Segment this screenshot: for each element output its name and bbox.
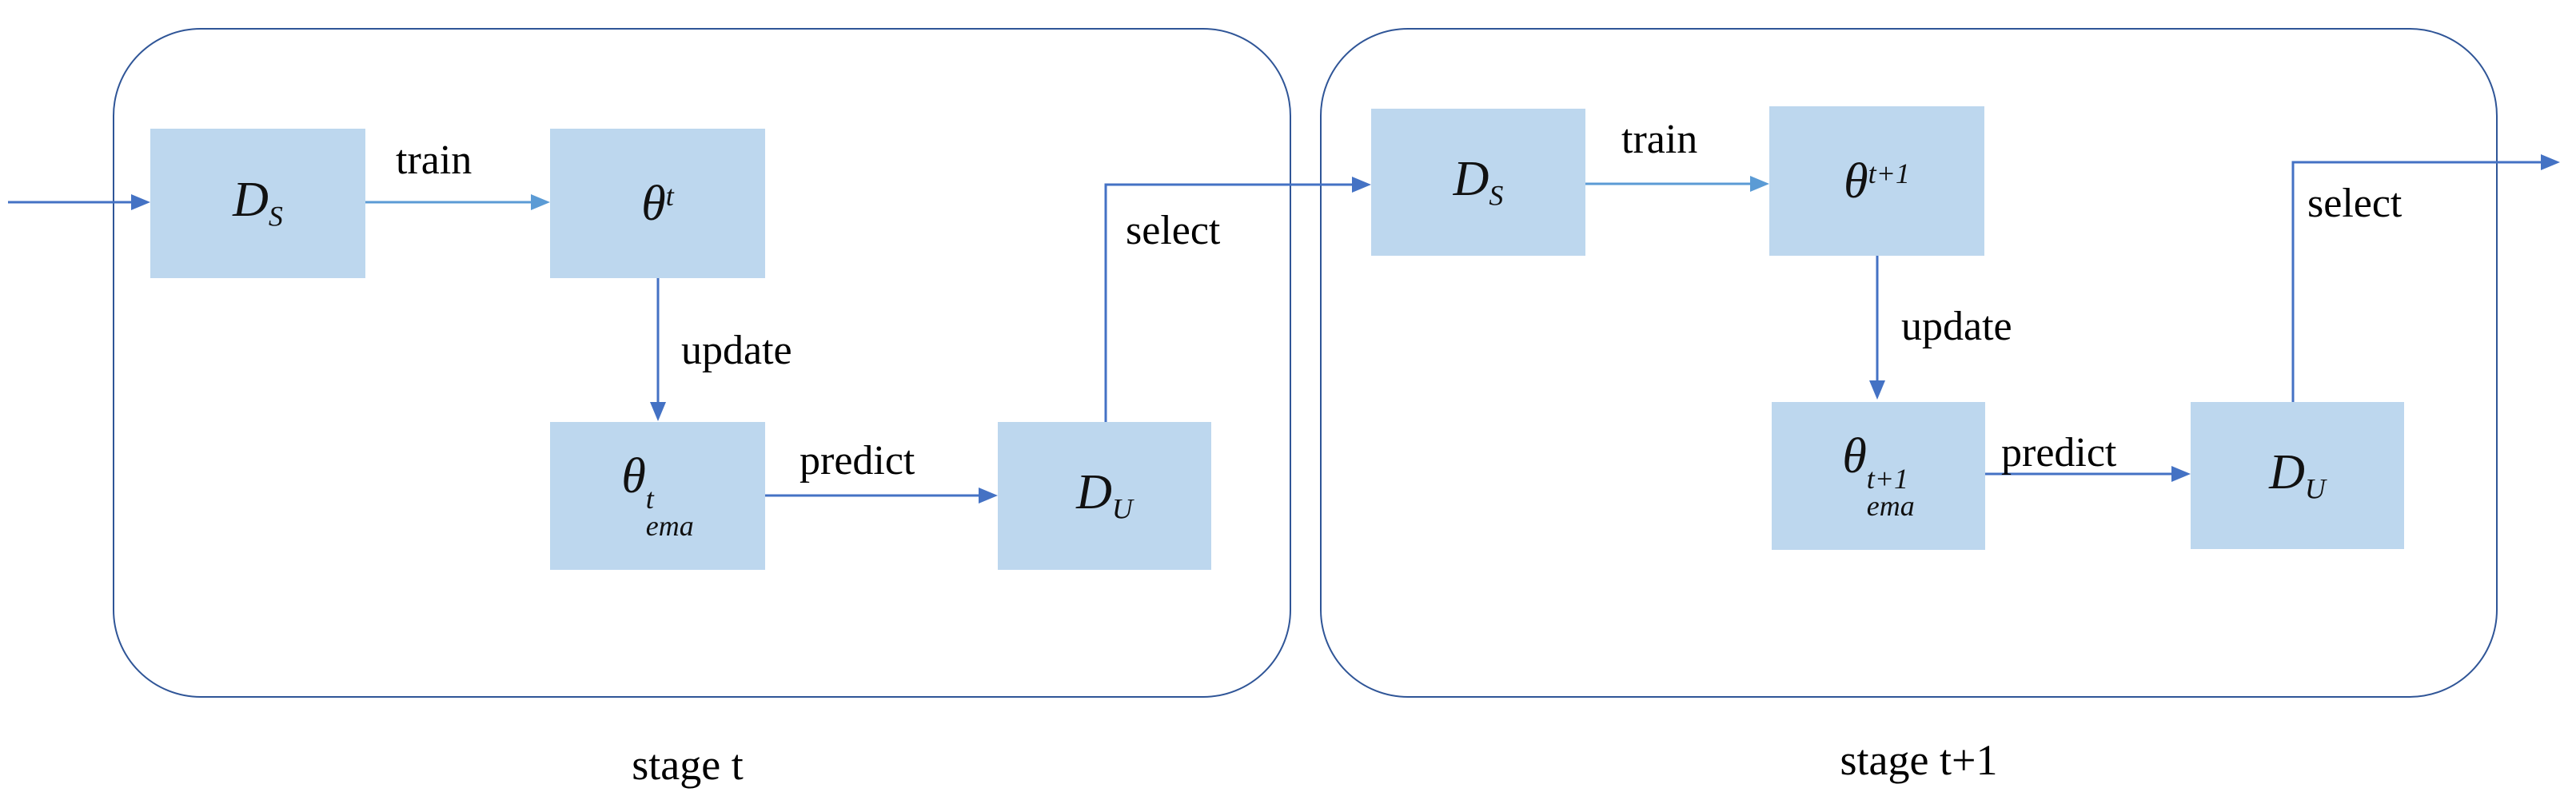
math-base: θ (1842, 429, 1867, 484)
edge-label-select-stage-t: select (1126, 208, 1221, 253)
node-label-ds: DS (233, 175, 283, 232)
math-base: D (2269, 444, 2305, 500)
math-sub: S (268, 200, 283, 233)
stage-t-boundary (113, 28, 1291, 698)
stage-t plus-1-boundary (1320, 28, 2498, 698)
math-sup: t (645, 483, 654, 515)
math-sub: U (1111, 492, 1133, 525)
math-sub: ema (1866, 490, 1915, 523)
math-sup: t (665, 179, 674, 212)
node-label-theta: θt+1 (1844, 157, 1910, 206)
edge-label-predict-stage-t-plus-1: predict (2001, 430, 2117, 476)
edge-label-predict-stage-t: predict (800, 438, 915, 484)
node-model-theta-stage-t-plus-1: θt+1 (1769, 106, 1984, 256)
math-base: D (233, 173, 269, 228)
math-base: θ (621, 449, 646, 504)
edge-label-train-stage-t-plus-1: train (1621, 117, 1698, 162)
node-labeled-data-stage-t: DS (150, 129, 365, 278)
math-sub: ema (645, 510, 694, 543)
arrow-select-stage-t-plus-1 (2291, 154, 2560, 402)
node-label-ds: DS (1453, 154, 1504, 211)
node-label-du: DU (2269, 448, 2326, 504)
edge-label-train-stage-t: train (396, 137, 473, 183)
math-base: D (1453, 151, 1489, 206)
math-base: θ (641, 176, 666, 231)
math-sup: t+1 (1868, 157, 1910, 189)
math-sup: t+1 (1866, 463, 1909, 496)
math-sub: U (2304, 472, 2326, 505)
node-unlabeled-data-stage-t-plus-1: DU (2191, 402, 2404, 549)
node-label-du: DU (1076, 468, 1133, 524)
caption-stage-t-plus-1: stage t+1 (1840, 736, 1998, 784)
math-sub: S (1489, 179, 1504, 212)
node-labeled-data-stage-t-plus-1: DS (1371, 109, 1585, 256)
math-base: θ (1844, 153, 1868, 209)
caption-stage-t: stage t (632, 741, 744, 789)
node-model-theta-stage-t: θt (550, 129, 765, 278)
node-label-theta: θt (641, 179, 673, 229)
arrow-select-stage-t (1104, 177, 1371, 422)
node-unlabeled-data-stage-t: DU (998, 422, 1211, 570)
math-base: D (1076, 465, 1112, 520)
edge-label-update-stage-t-plus-1: update (1901, 304, 2012, 349)
edge-label-update-stage-t: update (681, 328, 792, 373)
edge-label-select-stage-t-plus-1: select (2307, 181, 2403, 226)
